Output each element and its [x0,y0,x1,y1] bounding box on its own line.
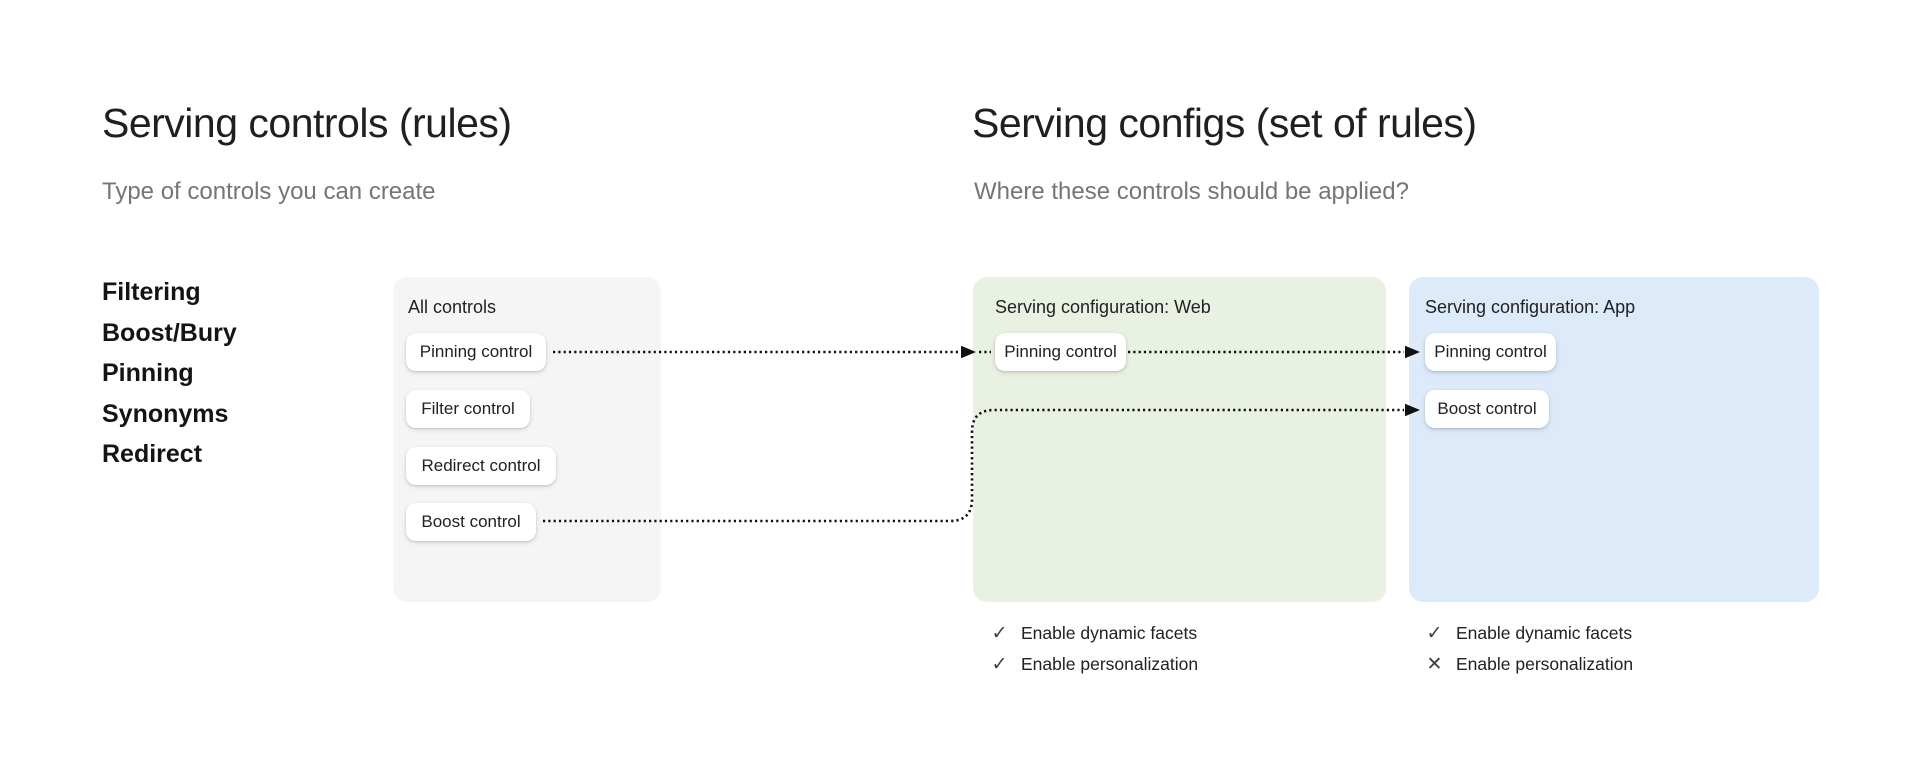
control-type-pinning: Pinning [102,359,194,387]
control-type-redirect: Redirect [102,440,203,468]
feature-label: Enable dynamic facets [1456,622,1633,643]
feature-label: Enable dynamic facets [1021,622,1198,643]
left-section-title: Serving controls (rules) [102,100,512,146]
check-icon: ✓ [991,622,1008,644]
all-controls-card-label: All controls [408,297,497,317]
check-icon: ✓ [991,653,1008,675]
pill-redirect-control: Redirect control [406,447,556,485]
right-section-subtitle: Where these controls should be applied? [974,178,1409,205]
check-icon: ✓ [1426,622,1443,644]
pill-boost-control: Boost control [406,503,536,541]
feature-label: Enable personalization [1456,653,1634,674]
app-feature-personalization: ✕ Enable personalization [1425,653,1634,675]
web-pill-pinning-control: Pinning control [995,333,1126,371]
web-feature-dynamic-facets: ✓ Enable dynamic facets [990,622,1198,644]
app-pill-boost-control: Boost control [1425,390,1549,428]
x-icon: ✕ [1426,653,1443,675]
feature-label: Enable personalization [1021,653,1199,674]
app-feature-dynamic-facets: ✓ Enable dynamic facets [1425,622,1633,644]
web-feature-personalization: ✓ Enable personalization [990,653,1199,675]
control-type-filtering: Filtering [102,278,201,306]
app-config-card: Serving configuration: App Pinning contr… [1409,277,1819,602]
control-types-list: Filtering Boost/Bury Pinning Synonyms Re… [102,272,237,475]
web-config-card-label: Serving configuration: Web [995,297,1211,317]
pill-filter-control: Filter control [406,390,530,428]
control-type-synonyms: Synonyms [102,399,229,428]
left-section-subtitle: Type of controls you can create [102,178,436,205]
right-section-title: Serving configs (set of rules) [972,100,1477,146]
control-type-boost-bury: Boost/Bury [102,318,237,347]
web-config-card: Serving configuration: Web Pinning contr… [973,277,1386,602]
all-controls-card: All controls Pinning control Filter cont… [393,277,661,602]
app-pill-pinning-control: Pinning control [1425,333,1556,371]
app-config-card-label: Serving configuration: App [1425,297,1636,317]
pill-pinning-control: Pinning control [406,333,546,371]
